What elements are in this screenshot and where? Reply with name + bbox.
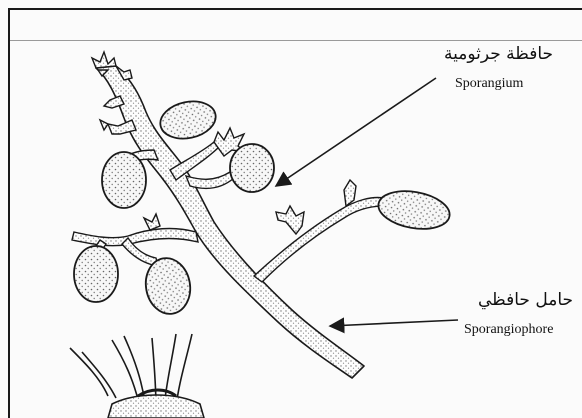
branch-right [254, 180, 384, 282]
sporangium-5 [74, 246, 118, 302]
base-structure [70, 334, 204, 418]
sporangium-3 [102, 152, 146, 208]
sporangium-arabic-label: حافظة جرثومية [444, 44, 553, 64]
sporangiophore-english-label: Sporangiophore [464, 322, 553, 338]
sporangium-pointer-arrow [276, 78, 436, 186]
sporangiophore-pointer-arrow [330, 320, 458, 326]
sporangiophore-arabic-label: حامل حافظي [478, 290, 573, 310]
sporangium-english-label: Sporangium [455, 76, 523, 92]
sporangium-1 [157, 97, 219, 144]
sporangium-2 [230, 144, 274, 192]
sporangium-4 [375, 186, 452, 234]
